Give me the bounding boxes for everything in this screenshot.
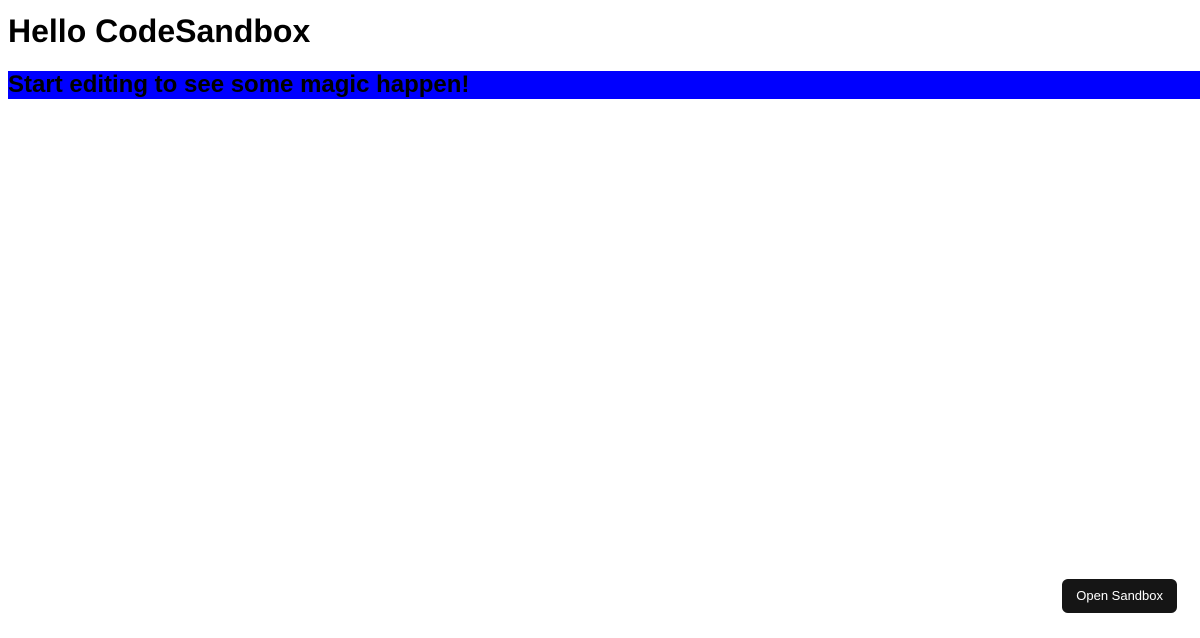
page-title: Hello CodeSandbox: [8, 13, 1200, 50]
open-sandbox-button[interactable]: Open Sandbox: [1062, 579, 1177, 613]
preview-page: Hello CodeSandbox Start editing to see s…: [8, 13, 1200, 99]
page-subtitle: Start editing to see some magic happen!: [8, 71, 1200, 99]
